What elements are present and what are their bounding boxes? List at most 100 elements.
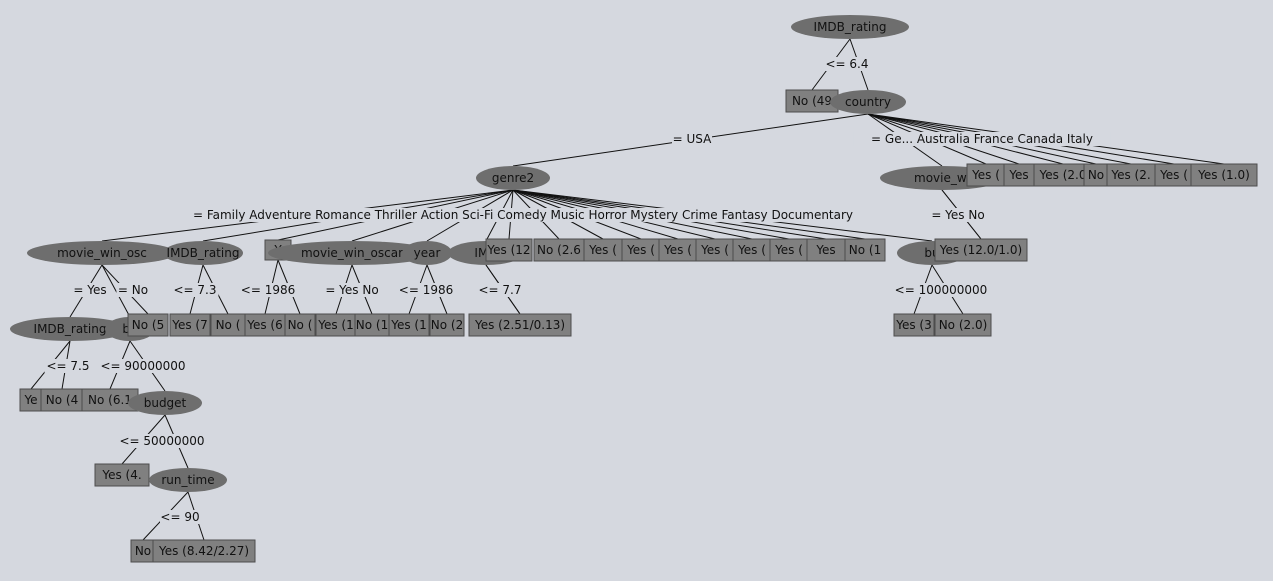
edge-label-yy: <= 1986 [241, 283, 295, 297]
split-node-budget: budget [128, 391, 202, 415]
node-label: Yes [1008, 168, 1028, 182]
edge-mwo_a-bu_a [101, 264, 131, 318]
edge-label-text: = Yes [73, 283, 106, 297]
leaf-node-no2d: No (2 [429, 313, 465, 337]
edge-label-text: <= 1986 [399, 283, 453, 297]
node-label: No (1 [356, 318, 388, 332]
node-label: Ye [23, 393, 37, 407]
node-label: No [1088, 168, 1104, 182]
leaf-node-root_no: No (49 [785, 89, 839, 113]
node-label: Yes (1.0) [1197, 168, 1250, 182]
leaf-node-bu_no2: No (2.0) [934, 313, 992, 337]
edge-label-budget: <= 50000000 [119, 434, 205, 448]
node-label: No (6.1 [88, 393, 132, 407]
leaf-node-r_y3: Yes (2.0 [1033, 163, 1093, 187]
edge-label-text: <= 90000000 [100, 359, 185, 373]
leaf-node-y1d: Yes (1 [388, 313, 430, 337]
leaf-node-y6: Yes (6 [244, 313, 286, 337]
leaf-node-no2b: No ( [210, 313, 246, 337]
split-node-imdb_b: IMDB_rating [163, 241, 243, 265]
leaf-node-r_y2: Yes [1003, 163, 1035, 187]
edge-labels: <= 6.4 = USA = Ge... Australia France Cana… [44, 57, 1111, 524]
edge-label-imdb_b: <= 7.3 [171, 283, 219, 297]
node-label: Yes ( [1159, 168, 1188, 182]
node-label: year [414, 246, 441, 260]
leaf-node-yes4: Yes (4. [94, 463, 150, 487]
leaf-node-ye: Ye [19, 388, 43, 412]
edge-label-text: <= 7.7 [478, 283, 521, 297]
edge-label-text: = Family Adventure Romance Thriller Acti… [193, 208, 853, 222]
edge-label-genres: = Family Adventure Romance Thriller Acti… [169, 208, 877, 222]
node-label: IMDB_rating [34, 322, 107, 336]
node-label: Yes (2. [1110, 168, 1150, 182]
node-label: movie_win_osc [57, 246, 147, 260]
split-node-mwo_a: movie_win_osc [27, 241, 177, 265]
node-label: movie_wi [914, 171, 970, 185]
node-label: Yes ( [588, 243, 617, 257]
edge-label-year: <= 1986 [399, 283, 453, 297]
edge-label-text: <= 7.3 [173, 283, 216, 297]
split-node-year: year [402, 241, 452, 265]
edge-label-country_rest: = Ge... Australia France Canada Italy [853, 132, 1111, 146]
leaf-node-y842: Yes (8.42/2.27) [152, 539, 256, 563]
edge-label-text: <= 50000000 [119, 434, 204, 448]
node-label: IMDB_rating [814, 20, 887, 34]
edge-label-text: = Ge... Australia France Canada Italy [871, 132, 1093, 146]
split-node-mwo_c: movie_win_oscar [268, 241, 436, 265]
leaf-node-g_l10: No (1 [844, 238, 886, 262]
edge-label-text: = Yes No [931, 208, 984, 222]
node-label: Yes (4. [101, 468, 141, 482]
node-label: Yes (7 [171, 318, 208, 332]
leaf-node-r_y12: Yes (12.0/1.0) [934, 238, 1028, 262]
edge-label-mwo_yes: = Yes [70, 283, 110, 297]
leaf-node-nl: No [130, 539, 156, 563]
node-label: Yes ( [626, 243, 655, 257]
edge-label-mwo_no: = No [116, 283, 150, 297]
split-node-genre2: genre2 [476, 166, 550, 190]
node-label: Yes ( [700, 243, 729, 257]
edge-label-usa: = USA [672, 132, 712, 146]
node-label: budget [144, 396, 187, 410]
node-label: No (1 [849, 243, 881, 257]
edge-label-bu_a: <= 90000000 [100, 359, 186, 373]
edge-label-run_time: <= 90 [160, 510, 200, 524]
leaf-node-g_l8: Yes ( [769, 238, 809, 262]
node-label: Yes (2.51/0.13) [474, 318, 565, 332]
node-label: Yes (1 [390, 318, 427, 332]
leaf-node-bu_y3: Yes (3 [893, 313, 935, 337]
node-label: Yes ( [663, 243, 692, 257]
node-label: No (2 [431, 318, 463, 332]
leaf-node-no1c: No (1 [354, 313, 390, 337]
leaf-node-r_y1: Yes ( [966, 163, 1006, 187]
node-label: No ( [288, 318, 313, 332]
leaf-node-g_l6: Yes ( [695, 238, 735, 262]
leaf-node-no4: No (4 [40, 388, 84, 412]
node-label: No ( [216, 318, 241, 332]
node-label: Yes (2.0 [1039, 168, 1087, 182]
edge-label-mwo_r: = Yes No [927, 208, 989, 222]
node-label: Yes ( [971, 168, 1000, 182]
node-label: Yes (1 [317, 318, 354, 332]
leaf-node-yg: Yes (2.51/0.13) [468, 313, 572, 337]
leaf-node-g_l2: No (2.6 [533, 238, 585, 262]
leaf-node-y1c: Yes (1 [315, 313, 357, 337]
nodes: IMDB_rating No (49 country genre2 movie_win_… [10, 15, 1258, 563]
edge-label-text: <= 1986 [241, 283, 295, 297]
node-label: No (49 [792, 94, 832, 108]
edge-label-root_le: <= 6.4 [823, 57, 871, 71]
split-node-country: country [830, 90, 906, 114]
leaf-node-g_l9: Yes [806, 238, 846, 262]
edge-label-text: <= 6.4 [825, 57, 868, 71]
leaf-node-g_l1: Yes (12 [485, 238, 533, 262]
node-label: Yes [815, 243, 835, 257]
leaf-node-g_l3: Yes ( [583, 238, 623, 262]
leaf-node-r_y5: Yes ( [1154, 163, 1194, 187]
edge-label-text: = No [118, 283, 148, 297]
edge-label-imdb_a2: <= 7.5 [44, 359, 92, 373]
node-label: Yes (12 [486, 243, 530, 257]
node-label: No (4 [46, 393, 78, 407]
edge-label-text: <= 100000000 [895, 283, 988, 297]
node-label: Yes (6 [246, 318, 283, 332]
node-label: country [845, 95, 891, 109]
